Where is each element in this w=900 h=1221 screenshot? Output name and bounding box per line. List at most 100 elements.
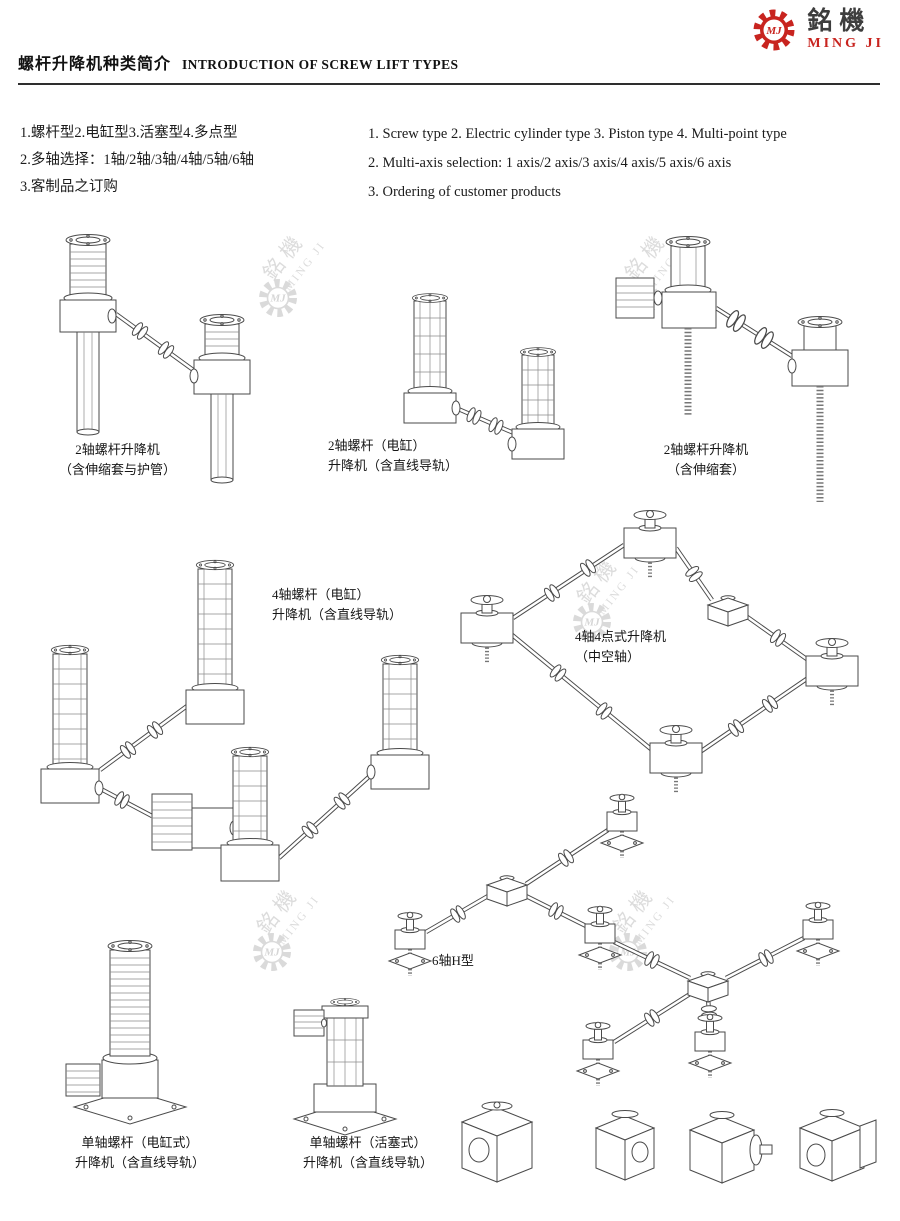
- watermark-brand: 銘機 MING JI MJ: [258, 227, 328, 317]
- connecting-shaft: [424, 894, 490, 934]
- figure-caption: 4轴4点式升降机 （中空轴）: [575, 627, 750, 667]
- intro-text-zh: 1.螺杆型2.电缸型3.活塞型4.多点型 2.多轴选择：1轴/2轴/3轴/4轴/…: [20, 120, 254, 201]
- motor: [65, 1063, 101, 1097]
- brand-name-zh: 銘機: [807, 8, 872, 35]
- figure-caption: 4轴螺杆（电缸） 升降机（含直线导轨）: [272, 585, 457, 625]
- caption-line: 单轴螺杆（电缸式）: [81, 1135, 199, 1150]
- gear-watermark-icon: MJ: [253, 933, 291, 971]
- watermark-brand: 銘機 MING JI MJ: [252, 881, 322, 971]
- drawing-single-axis-electric-cylinder-lift: [65, 940, 188, 1125]
- drawing-single-axis-piston-lift: [292, 998, 398, 1136]
- drawing-two-axis-screw-lift-sleeve: [615, 236, 849, 502]
- connecting-shaft: [613, 940, 691, 980]
- caption-line: （含伸缩套）: [666, 462, 745, 477]
- connecting-shaft: [524, 828, 610, 886]
- caption-line: （中空轴）: [575, 649, 641, 664]
- svg-text:MJ: MJ: [269, 293, 286, 305]
- connecting-shaft: [114, 312, 198, 374]
- connecting-shaft: [97, 786, 154, 818]
- gear-logo-icon: MJ: [753, 9, 795, 51]
- brand-monogram: MJ: [766, 25, 783, 37]
- connecting-shaft: [612, 992, 692, 1044]
- drawing-two-axis-electric-cylinder-lift: [403, 293, 565, 460]
- svg-text:MJ: MJ: [583, 617, 600, 629]
- intro-text-en: 1. Screw type 2. Electric cylinder type …: [368, 120, 787, 207]
- drawing-two-axis-screw-lift-sleeve-tube: [59, 234, 251, 484]
- gearbox-detail: [594, 1110, 656, 1181]
- caption-line: 升降机（含直线导轨）: [272, 607, 403, 622]
- screw-jack: [599, 792, 645, 860]
- caption-line: 升降机（含直线导轨）: [328, 458, 459, 473]
- drawing-four-axis-four-point-lift: [459, 508, 860, 795]
- gear-watermark-icon: MJ: [259, 279, 297, 317]
- screw-jack: [687, 1012, 733, 1080]
- figure-caption: 2轴螺杆（电缸） 升降机（含直线导轨）: [328, 436, 508, 476]
- connecting-shaft: [724, 936, 806, 980]
- connecting-shaft: [511, 543, 626, 620]
- connecting-shaft: [744, 614, 810, 662]
- page-title-en: INTRODUCTION OF SCREW LIFT TYPES: [182, 57, 459, 72]
- caption-line: 2轴螺杆升降机: [75, 442, 160, 457]
- caption-line: 6轴H型: [432, 953, 474, 968]
- gear-watermark-icon: MJ: [573, 603, 611, 641]
- drawing-gearbox-details: [460, 1101, 877, 1184]
- watermark-brand: 銘機 MING JI MJ: [608, 881, 678, 971]
- intro-line: 3. Ordering of customer products: [368, 184, 561, 200]
- intro-line: 1.螺杆型2.电缸型3.活塞型4.多点型: [20, 125, 238, 141]
- lift-column: [185, 559, 245, 725]
- corner-gearbox: [804, 636, 860, 708]
- lift-column: [787, 316, 849, 502]
- brand-name-en: MING JI: [807, 36, 884, 51]
- figure-caption: 单轴螺杆（活塞式） 升降机（含直线导轨）: [268, 1133, 468, 1173]
- lift-column: [507, 347, 565, 460]
- screw-jack: [387, 910, 433, 978]
- corner-gearbox: [648, 723, 704, 795]
- motor: [615, 277, 663, 319]
- connecting-shaft: [714, 306, 794, 358]
- brand-logo: MJ 銘機 MING JI: [750, 6, 884, 54]
- caption-line: 2轴螺杆（电缸）: [328, 438, 426, 453]
- intro-line: 2.多轴选择：1轴/2轴/3轴/4轴/5轴/6轴: [20, 152, 255, 168]
- gearbox-detail: [798, 1109, 877, 1182]
- figure-caption: 6轴H型: [432, 951, 542, 971]
- lift-column: [40, 644, 104, 804]
- motor: [151, 793, 239, 851]
- intro-line: 3.客制品之订购: [20, 179, 118, 195]
- caption-line: 4轴螺杆（电缸）: [272, 587, 370, 602]
- figure-caption: 2轴螺杆升降机 （含伸缩套与护管）: [30, 440, 205, 480]
- connecting-shaft: [98, 704, 189, 772]
- caption-line: 4轴4点式升降机: [575, 629, 667, 644]
- connecting-shaft: [277, 772, 374, 860]
- caption-line: 2轴螺杆升降机: [663, 442, 749, 457]
- connecting-shaft: [455, 405, 517, 437]
- drawing-four-axis-electric-cylinder-lift: [40, 559, 430, 882]
- mid-gearbox: [707, 595, 749, 627]
- corner-gearbox: [459, 593, 515, 665]
- gearbox-detail: [688, 1111, 773, 1184]
- intro-line: 2. Multi-axis selection: 1 axis/2 axis/3…: [368, 155, 732, 171]
- lift-column: [59, 234, 117, 436]
- junction-gearbox: [486, 875, 528, 907]
- drawing-six-axis-h-type: [387, 792, 841, 1088]
- motor: [293, 1009, 327, 1037]
- connecting-shaft: [698, 676, 810, 754]
- caption-line: （含伸缩套与护管）: [58, 462, 176, 477]
- lift-column: [220, 746, 280, 882]
- caption-line: 单轴螺杆（活塞式）: [309, 1135, 427, 1150]
- lift-column: [326, 1015, 364, 1087]
- page-title-zh: 螺杆升降机种类简介: [18, 56, 172, 73]
- lift-column: [189, 314, 251, 484]
- connecting-shaft: [525, 894, 587, 928]
- screw-jack: [795, 900, 841, 968]
- lift-column: [107, 940, 153, 1057]
- figure-caption: 2轴螺杆升降机 （含伸缩套）: [626, 440, 786, 480]
- screw-jack: [575, 1020, 621, 1088]
- lift-column: [661, 236, 717, 415]
- junction-gearbox: [687, 971, 729, 1003]
- connecting-shaft: [674, 546, 714, 602]
- svg-text:MJ: MJ: [263, 947, 280, 959]
- intro-line: 1. Screw type 2. Electric cylinder type …: [368, 126, 787, 142]
- watermark-brand: 銘機 MING JI MJ: [572, 551, 642, 641]
